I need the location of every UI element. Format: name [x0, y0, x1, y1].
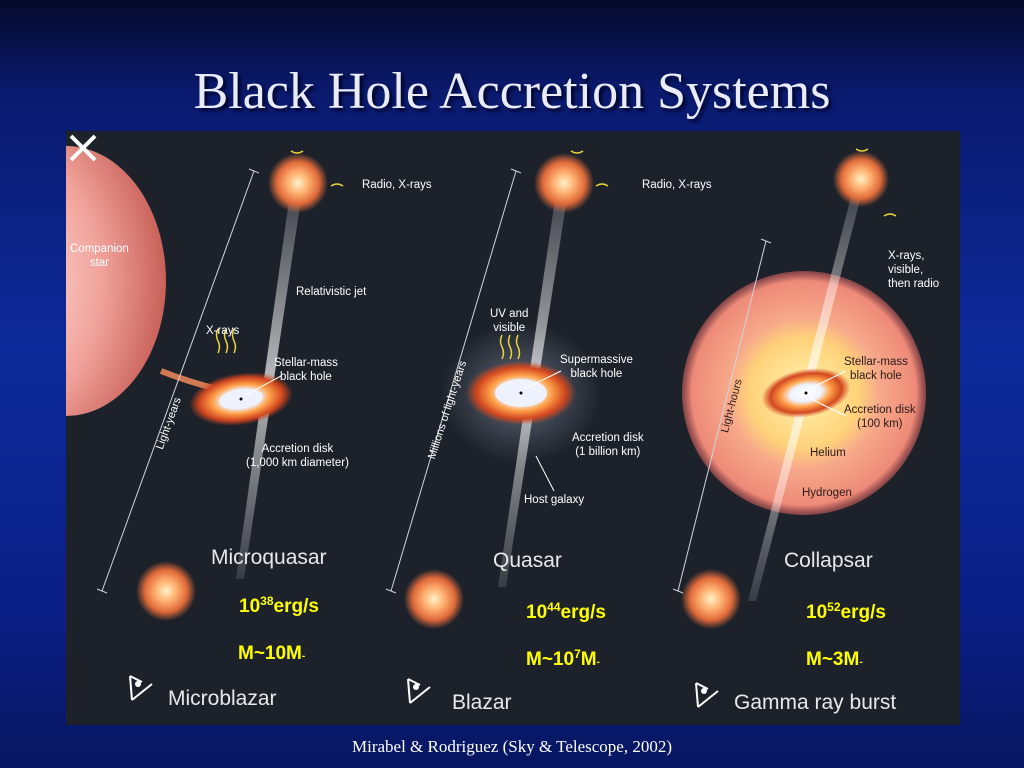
collapsar-xrays-label: X-rays, visible, then radio	[888, 250, 940, 290]
microquasar-bottom-lobe	[136, 561, 196, 621]
microquasar-mass: M~10M-	[238, 643, 306, 664]
telescope-icon	[407, 678, 431, 704]
blazar-name: Blazar	[452, 691, 512, 714]
quasar-energy: 1044erg/s	[526, 600, 606, 623]
helium-label: Helium	[810, 447, 846, 459]
relativistic-jet-label: Relativistic jet	[296, 286, 367, 298]
microquasar-black-hole	[239, 397, 243, 401]
uv-visible-label: UV and visible	[490, 308, 529, 334]
microquasar-panel	[66, 146, 344, 621]
microquasar-bh-label: Stellar-mass black hole	[274, 357, 338, 383]
collapsar-bh-label: Stellar-mass black hole	[844, 356, 908, 382]
accretion-figure: Companion star Radio, X-rays Relativisti…	[66, 131, 960, 725]
telescope-icon	[129, 675, 153, 701]
figure-illustration	[66, 146, 926, 629]
collapsar-black-hole	[804, 391, 808, 395]
collapsar-panel	[672, 148, 926, 629]
quasar-name: Quasar	[493, 549, 562, 572]
collapsar-mass: M~3M-	[806, 649, 863, 670]
host-galaxy-label: Host galaxy	[524, 494, 585, 506]
slide-title: Black Hole Accretion Systems	[193, 63, 831, 120]
collapsar-energy: 1052erg/s	[806, 600, 886, 623]
collapsar-name: Collapsar	[784, 549, 873, 572]
image-credit: Mirabel & Rodriguez (Sky & Telescope, 20…	[351, 737, 672, 756]
microquasar-radio-label: Radio, X-rays	[362, 179, 432, 191]
collapsar-disk-label: Accretion disk (100 km)	[844, 404, 916, 430]
gamma-ray-burst-name: Gamma ray burst	[734, 691, 897, 714]
microquasar-name: Microquasar	[211, 546, 327, 569]
quasar-scale-line	[390, 170, 517, 592]
hydrogen-label: Hydrogen	[802, 487, 852, 499]
telescope-icon	[695, 682, 719, 708]
quasar-bottom-lobe	[404, 569, 464, 629]
companion-star-label: Companion star	[70, 243, 129, 269]
collapsar-scale-line	[677, 240, 767, 592]
microquasar-scale-line	[101, 170, 255, 592]
quasar-mass: M~107M-	[526, 647, 600, 670]
quasar-top-lobe	[534, 153, 594, 213]
quasar-panel	[385, 150, 609, 629]
microblazar-name: Microblazar	[168, 687, 277, 710]
quasar-bh-label: Supermassive black hole	[560, 354, 633, 380]
microquasar-xrays-label: X-rays	[206, 325, 240, 337]
microquasar-disk-label: Accretion disk (1,000 km diameter)	[246, 443, 349, 469]
microquasar-energy: 1038erg/s	[239, 594, 319, 617]
close-icon	[69, 134, 97, 162]
collapsar-top-lobe	[833, 151, 889, 207]
quasar-disk-label: Accretion disk (1 billion km)	[572, 432, 644, 458]
collapsar-bottom-lobe	[681, 569, 741, 629]
quasar-black-hole	[519, 391, 523, 395]
companion-star	[66, 146, 166, 416]
quasar-radio-label: Radio, X-rays	[642, 179, 712, 191]
microquasar-top-lobe	[268, 153, 328, 213]
